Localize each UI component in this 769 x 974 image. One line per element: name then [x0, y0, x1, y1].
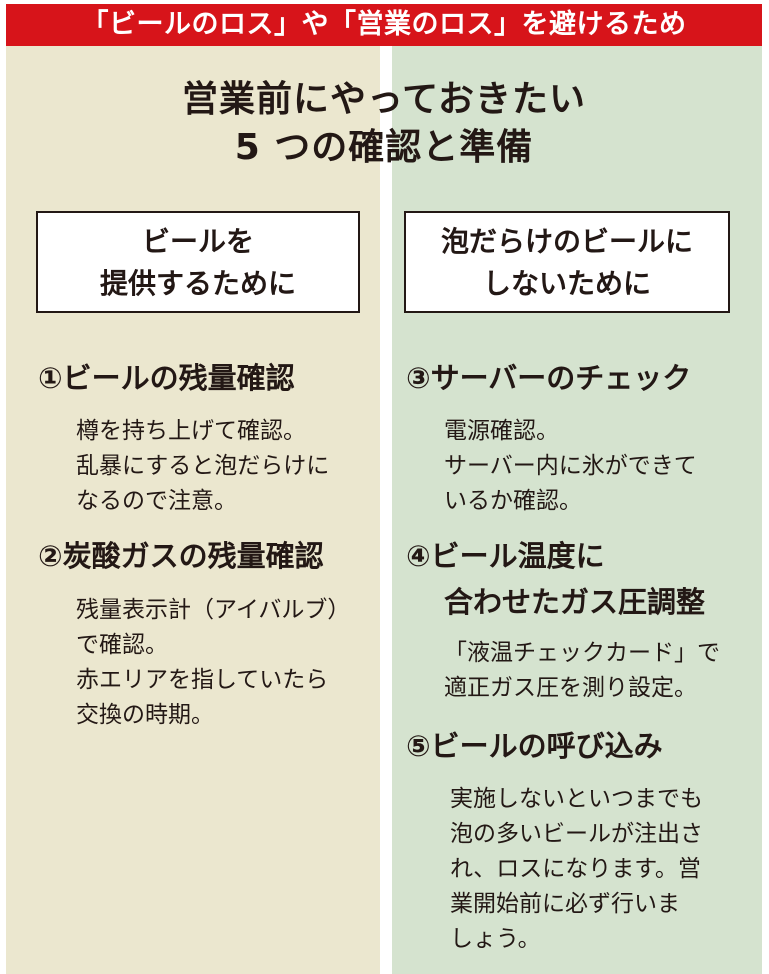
- item-4-heading: ④ビール温度に: [406, 534, 605, 578]
- item-3-title: サーバーのチェック: [430, 361, 692, 395]
- item-5-body-line: 業開始前に必ず行いま: [450, 891, 680, 917]
- item-5-body-line: 実施しないといつまでも: [450, 786, 703, 812]
- item-4-number: ④: [406, 539, 431, 573]
- item-1-title: ビールの残量確認: [62, 361, 295, 395]
- page-title: 営業前にやっておきたい 5 つの確認と準備: [6, 76, 762, 172]
- item-5-body-line: 泡の多いビールが注出さ: [450, 821, 703, 847]
- left-category-line-2: 提供するために: [99, 267, 296, 300]
- item-5-body: 実施しないといつまでも 泡の多いビールが注出さ れ、ロスになります。営 業開始前…: [450, 782, 703, 957]
- right-category-line-2: しないために: [482, 267, 651, 300]
- right-column-background: [392, 46, 762, 974]
- item-4-title: ビール温度に: [430, 539, 605, 573]
- page-title-line-1: 営業前にやっておきたい: [181, 79, 587, 120]
- item-3-heading: ③サーバーのチェック: [406, 356, 691, 400]
- item-4-body-line: 「液温チェックカード」で: [444, 640, 720, 666]
- item-1-body: 樽を持ち上げて確認。 乱暴にすると泡だらけに なるので注意。: [76, 414, 329, 519]
- item-2-body-line: 赤エリアを指していたら: [76, 667, 329, 693]
- item-5-heading: ⑤ビールの呼び込み: [406, 724, 663, 768]
- item-4-body: 「液温チェックカード」で 適正ガス圧を測り設定。: [444, 636, 720, 706]
- item-4-body-line: 適正ガス圧を測り設定。: [444, 675, 697, 701]
- right-category-box: 泡だらけのビールに しないために: [404, 211, 730, 313]
- item-2-body-line: 残量表示計（アイバルブ）: [76, 597, 351, 623]
- item-3-body-line: いるか確認。: [444, 488, 582, 514]
- item-3-body: 電源確認。 サーバー内に氷ができて いるか確認。: [444, 414, 697, 519]
- item-1-heading: ①ビールの残量確認: [38, 356, 295, 400]
- left-category-box: ビールを 提供するために: [36, 211, 360, 313]
- item-2-body-line: で確認。: [76, 632, 168, 658]
- page-title-line-2: 5 つの確認と準備: [234, 127, 534, 168]
- left-category-line-1: ビールを: [141, 225, 254, 258]
- item-2-number: ②: [38, 539, 63, 573]
- item-1-body-line: なるので注意。: [76, 488, 237, 514]
- item-2-body: 残量表示計（アイバルブ） で確認。 赤エリアを指していたら 交換の時期。: [76, 593, 350, 733]
- item-5-title: ビールの呼び込み: [430, 729, 663, 763]
- item-1-body-line: 乱暴にすると泡だらけに: [76, 453, 330, 479]
- item-1-body-line: 樽を持ち上げて確認。: [76, 418, 306, 444]
- item-2-body-line: 交換の時期。: [76, 702, 214, 728]
- item-3-body-line: 電源確認。: [444, 418, 559, 444]
- item-3-body-line: サーバー内に氷ができて: [444, 453, 697, 479]
- item-5-body-line: れ、ロスになります。営: [450, 856, 701, 882]
- item-5-number: ⑤: [406, 729, 431, 763]
- right-category-line-1: 泡だらけのビールに: [440, 225, 693, 258]
- item-1-number: ①: [38, 361, 63, 395]
- item-2-title: 炭酸ガスの残量確認: [62, 539, 324, 573]
- header-banner: 「ビールのロス」や「営業のロス」を避けるため: [6, 4, 762, 46]
- left-column-background: [6, 46, 380, 974]
- item-3-number: ③: [406, 361, 431, 395]
- item-4-heading-line-2: 合わせたガス圧調整: [444, 585, 706, 619]
- item-2-heading: ②炭酸ガスの残量確認: [38, 534, 324, 578]
- item-5-body-line: しょう。: [450, 926, 541, 952]
